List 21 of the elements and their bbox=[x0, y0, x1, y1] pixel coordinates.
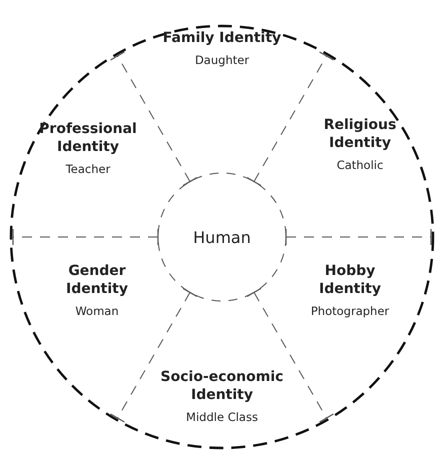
sector-title: Family Identity bbox=[162, 29, 282, 47]
sector-title: Professional Identity bbox=[38, 120, 138, 156]
dashed-circle bbox=[158, 173, 286, 301]
dashed-divider-line bbox=[12, 228, 159, 246]
dashed-divider-line bbox=[285, 228, 432, 246]
sector-example: Catholic bbox=[336, 158, 384, 172]
sector-title: Hobby Identity bbox=[318, 262, 382, 298]
dashed-divider-line bbox=[110, 51, 198, 186]
dashed-divider-line bbox=[110, 288, 198, 423]
center-label: Human bbox=[193, 228, 251, 246]
sector-example: Daughter bbox=[194, 53, 250, 67]
sector-title: Socio-economic Identity bbox=[160, 368, 284, 404]
dashed-divider-line bbox=[246, 51, 334, 186]
sector-example: Middle Class bbox=[185, 410, 259, 424]
sector-example: Photographer bbox=[310, 304, 390, 318]
sector-title: Religious Identity bbox=[322, 116, 398, 152]
sector-example: Woman bbox=[74, 304, 120, 318]
dashed-circle bbox=[11, 26, 433, 448]
sector-example: Teacher bbox=[64, 162, 112, 176]
dashed-divider-line bbox=[246, 288, 334, 423]
sector-title: Gender Identity bbox=[64, 262, 129, 298]
